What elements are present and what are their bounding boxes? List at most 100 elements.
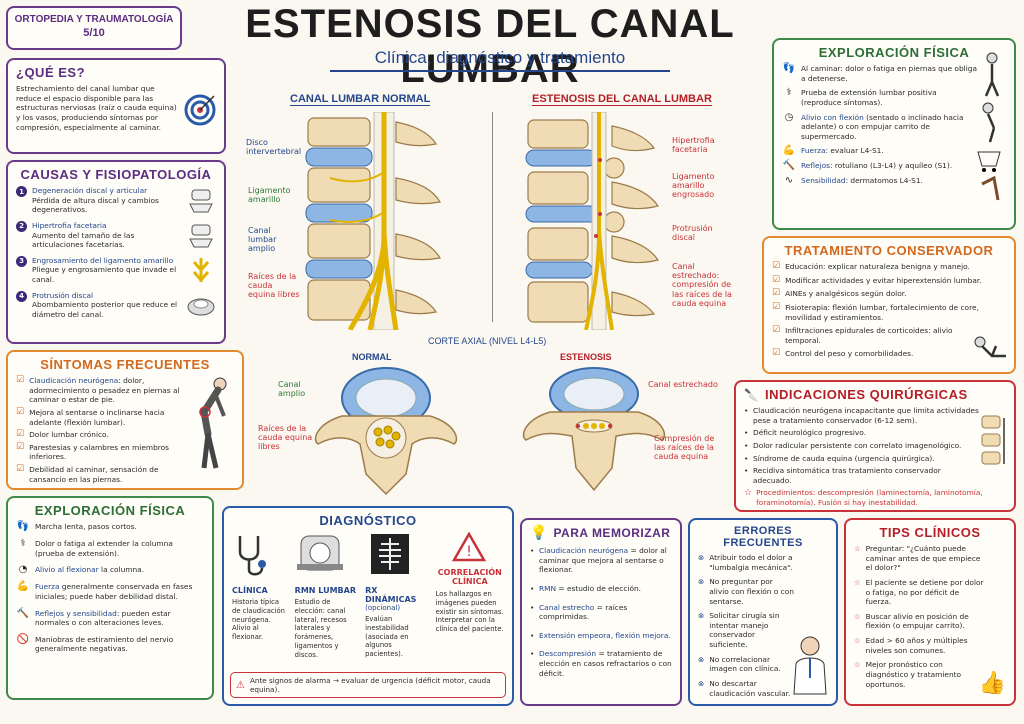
conservador-item: ☑AINEs y analgésicos según dolor.	[772, 289, 984, 299]
error-text: No descartar claudicación vascular.	[709, 678, 791, 698]
exploracion-right-item: 👣Al caminar: dolor o fatiga en piernas q…	[782, 64, 978, 83]
sintoma-body: : dolor, adormecimiento o pesadez en pie…	[29, 376, 180, 405]
lightbulb-icon: 💡	[530, 525, 548, 541]
quirurgicas-box: 🔪 INDICACIONES QUIRÚRGICAS Claudicación …	[734, 380, 1016, 512]
memorizar-item: Claudicación neurógena = dolor al camina…	[530, 546, 672, 575]
label-ligamento-engrosado: Ligamento amarillo engrosado	[672, 172, 715, 200]
errores-box: ERRORES FRECUENTES ⊗ Atribuir todo el dol…	[688, 518, 838, 706]
spine-implant-icon	[981, 415, 1005, 465]
causa-head: Hipertrofia facetaria	[32, 220, 107, 230]
sintomas-box: SÍNTOMAS FRECUENTES ☑Claudicación neuróg…	[6, 350, 244, 490]
axial-canal-estrechado-label: Canal estrechado	[648, 380, 718, 389]
exploracion-right-body: Prueba de extensión lumbar positiva (rep…	[801, 88, 937, 107]
que-es-text: Estrechamiento del canal lumbar que redu…	[16, 84, 177, 132]
memorizar-item: Canal estrecho = raíces comprimidas.	[530, 603, 672, 622]
tip-item: ☆Buscar alivio en posición de flexión (o…	[854, 612, 984, 631]
conservador-text: Educación: explicar naturaleza benigna y…	[785, 262, 970, 271]
alert-icon: ⚠	[236, 679, 245, 691]
diag-rmn-body: Estudio de elección: canal lateral, rece…	[294, 598, 347, 659]
conservador-box: TRATAMIENTO CONSERVADOR ☑Educación: expl…	[762, 236, 1016, 374]
checkbox-icon: ☑	[16, 429, 25, 440]
exploracion-right-item: ⚕ Prueba de extensión lumbar positiva (re…	[782, 88, 978, 107]
exploracion-left-body: Dolor o fatiga al extender la columna (p…	[35, 539, 173, 558]
exploracion-left-head: Alivio al flexionar	[35, 565, 99, 575]
star-icon: ☆	[854, 636, 861, 645]
sagittal-stenosis-title: ESTENOSIS DEL CANAL LUMBAR	[532, 93, 712, 106]
label-raices-libres: Raíces de la cauda equina libres	[248, 272, 300, 300]
checkbox-icon: ☑	[16, 441, 25, 452]
label-protrusion: Protrusión discal	[672, 224, 713, 243]
tip-item: ☆Edad > 60 años y múltiples niveles son …	[854, 636, 984, 655]
memorizar-body: = raíces comprimidas.	[539, 602, 628, 622]
error-text: Atribuir todo el dolor a "lumbalgia mecá…	[709, 553, 793, 572]
conservador-item: ☑Modificar actividades y evitar hiperext…	[772, 275, 984, 286]
sintoma-body: Parestesias y calambres en miembros infe…	[29, 442, 170, 462]
exploracion-right-body: Al caminar: dolor o fatiga en piernas qu…	[801, 64, 977, 83]
x-circle-icon: ⊗	[698, 553, 705, 562]
conservador-text: Control del peso y comorbilidades.	[785, 349, 914, 359]
causa-number: 2	[16, 220, 27, 232]
tips-box: TIPS CLÍNICOS ☆Preguntar: "¿Cuánto puede…	[844, 518, 1016, 706]
conservador-text: Infiltraciones epidurales de corticoides…	[785, 326, 953, 345]
exploracion-right-item: ◷Alivio con flexión (sentado o inclinado…	[782, 112, 978, 142]
memorizar-title: PARA MEMORIZAR	[553, 526, 671, 540]
conservador-text: Fisioterapia: flexión lumbar, fortalecim…	[785, 302, 979, 322]
reflex-hammer-icon: 🔨	[16, 607, 30, 619]
que-es-title: ¿QUÉ ES?	[16, 65, 86, 80]
checkbox-icon: ☑	[16, 375, 25, 385]
axial-normal-diagram	[314, 367, 458, 496]
ligament-icon	[192, 257, 210, 283]
exploracion-left-title: EXPLORACIÓN FÍSICA	[34, 503, 186, 518]
memorizar-head: Extensión empeora, flexión mejora.	[539, 630, 671, 640]
exploracion-left-body: : pueden estar normales o con alteracion…	[35, 608, 171, 628]
vertebra-icon	[189, 189, 213, 213]
star-icon: ☆	[744, 488, 753, 499]
exploracion-right-body: : evaluar L4-S1.	[825, 146, 884, 156]
conservador-item: ☑ Fisioterapia: flexión lumbar, fortaleci…	[772, 301, 984, 322]
exploracion-right-box: EXPLORACIÓN FÍSICA 👣Al caminar: dolor o …	[772, 38, 1016, 230]
exploracion-right-head: Sensibilidad	[801, 176, 846, 186]
memorizar-head: Descompresión	[539, 649, 597, 659]
quirurgicas-procedure-text: Procedimientos: descompresión (laminecto…	[756, 488, 983, 507]
memorizar-head: RMN	[539, 583, 557, 593]
tip-text: Mejor pronóstico con diagnóstico y trata…	[865, 660, 962, 689]
checkbox-icon: ☑	[772, 261, 781, 271]
errores-title: ERRORES FRECUENTES	[723, 525, 803, 549]
diag-correlacion-body: Los hallazgos en imágenes pueden existir…	[435, 590, 504, 634]
sintoma-item: ☑Dolor lumbar crónico.	[16, 430, 194, 440]
sagittal-spine-stenosis	[525, 112, 659, 330]
spine-extension-icon: ⚕	[20, 538, 26, 549]
diag-col-rx: RX DINÁMICAS (opcional) Evalúan inestabi…	[365, 532, 429, 660]
diagnostico-box: DIAGNÓSTICO CLÍNICA Historia típica de c…	[222, 506, 514, 706]
diag-clinica-head: CLÍNICA	[232, 586, 268, 595]
causa-number: 4	[16, 290, 27, 302]
badge-line1: ORTOPEDIA Y TRAUMATOLOGÍA	[14, 14, 174, 25]
warning-triangle-icon: !	[451, 531, 486, 562]
spine-extension-icon: ⚕	[786, 87, 792, 99]
error-item: ⊗No correlacionar imagen con clínica.	[698, 655, 794, 674]
exploracion-left-item: 💪Fuerza generalmente conservada en fases…	[16, 582, 204, 601]
sintoma-item: ☑ Parestesias y calambres en miembros inf…	[16, 441, 194, 462]
page-subtitle: Clínica, diagnóstico y tratamiento	[330, 48, 670, 72]
diag-clinica-body: Historia típica de claudicación neurógen…	[232, 598, 285, 642]
memorizar-body: = estudio de elección.	[556, 583, 642, 593]
exploracion-right-head: Fuerza	[801, 146, 826, 156]
checkbox-icon: ☑	[772, 288, 781, 299]
exploracion-left-item: 🚫Maniobras de estiramiento del nervio ge…	[16, 634, 204, 654]
memorizar-item: Descompresión = tratamiento de elección …	[530, 649, 672, 678]
causa-body: Pliegue y engrosamiento que invade el ca…	[32, 265, 177, 284]
tip-item: ☆El paciente se detiene por dolor o fati…	[854, 578, 984, 607]
error-item: ⊗No preguntar por alivio con flexión o c…	[698, 577, 794, 606]
sintoma-item: ☑Mejora al sentarse o inclinarse hacia a…	[16, 406, 194, 427]
checkbox-icon: ☑	[772, 301, 781, 312]
strength-arm-icon: 💪	[782, 145, 796, 157]
causa-number: 3	[16, 255, 27, 267]
exploracion-left-box: EXPLORACIÓN FÍSICA 👣Marcha lenta, pasos …	[6, 496, 214, 700]
tips-title: TIPS CLÍNICOS	[879, 525, 981, 540]
diag-alert-text: Ante signos de alarma → evaluar de urgen…	[249, 676, 491, 694]
quirurgicas-title: INDICACIONES QUIRÚRGICAS	[764, 387, 968, 402]
label-canal-amplio: Canal lumbar amplio	[248, 226, 277, 254]
axial-normal-title: NORMAL	[352, 352, 392, 362]
checkbox-icon: ☑	[16, 406, 25, 417]
